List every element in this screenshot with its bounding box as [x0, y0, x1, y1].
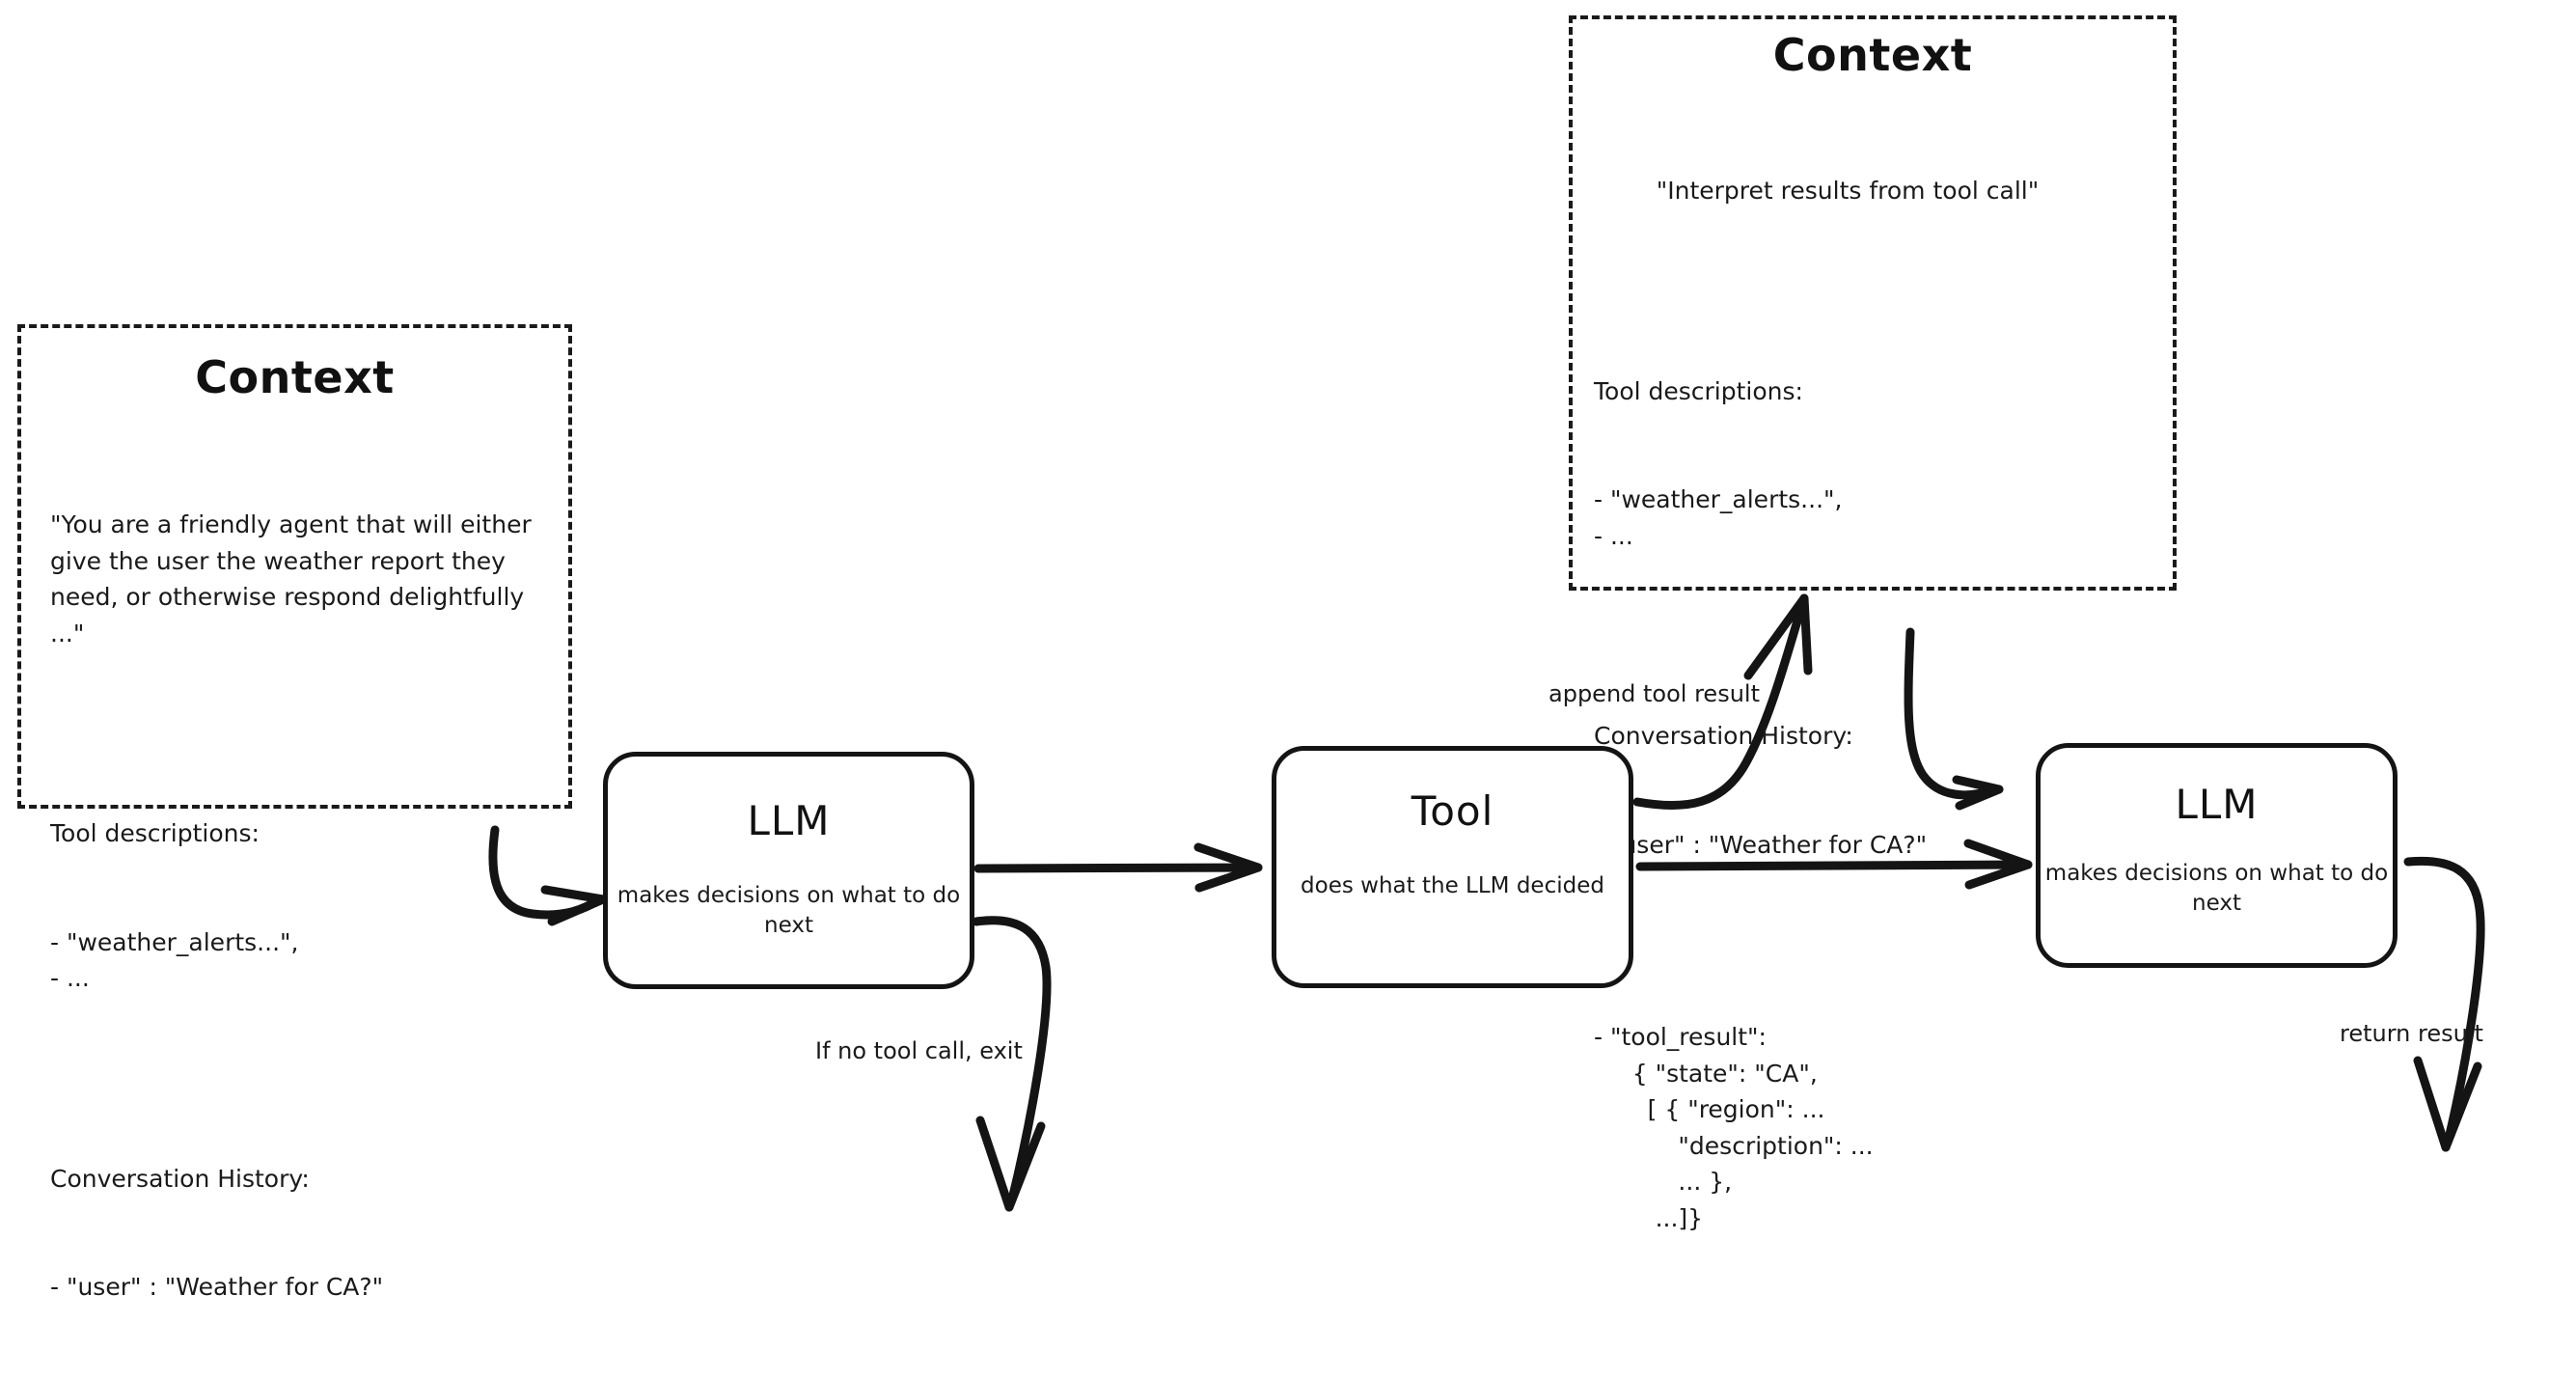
context-left-tools-header: Tool descriptions:: [50, 819, 260, 847]
edge-context-to-llm1-head-b: [547, 895, 608, 926]
context-left-body: "You are a friendly agent that will eith…: [50, 434, 553, 1378]
context-right-body: "Interpret results from tool call" Tool …: [1569, 100, 2165, 1309]
spacer: [1569, 626, 2165, 646]
node-tool[interactable]: Tool does what the LLM decided: [1272, 746, 1633, 988]
context-left-conversation-items: - "user" : "Weather for CA?": [50, 1273, 384, 1301]
edge-label-return-result: return result: [2340, 1020, 2483, 1047]
dashed-border: [1569, 15, 2177, 591]
node-llm-first-subtitle: makes decisions on what to do next: [617, 883, 961, 939]
context-box-right: Context "Interpret results from tool cal…: [1569, 15, 2177, 1232]
edge-llm1-exit-head-b: [1004, 1121, 1046, 1212]
context-right-tools-header: Tool descriptions:: [1594, 376, 1803, 405]
context-right-tool-result: - "tool_result": { "state": "CA", [ { "r…: [1594, 1023, 1874, 1232]
context-left-tools-items: - "weather_alerts...", - ...: [50, 927, 299, 993]
node-tool-title: Tool: [1411, 787, 1494, 835]
diagram-canvas: Context "You are a friendly agent that w…: [17, 15, 2485, 1301]
node-tool-subtitle: does what the LLM decided: [1301, 873, 1604, 898]
node-llm-second-subtitle: makes decisions on what to do next: [2044, 861, 2389, 917]
edge-llm2-return-head-b: [2441, 1061, 2482, 1152]
edge-llm2-return: [2403, 856, 2485, 1144]
context-right-title: Context: [1772, 29, 1973, 81]
spacer: [50, 724, 553, 743]
edge-llm1-exit-head-a: [975, 1116, 1014, 1212]
node-llm-first[interactable]: LLM makes decisions on what to do next: [603, 752, 974, 989]
edge-llm1-to-tool-head-a: [1193, 842, 1263, 872]
context-right-system-prompt: "Interpret results from tool call": [1656, 177, 2040, 205]
node-llm-second[interactable]: LLM makes decisions on what to do next: [2036, 743, 2398, 968]
context-box-left: Context "You are a friendly agent that w…: [17, 324, 572, 1301]
edge-label-append-tool-result: append tool result: [1548, 680, 1760, 707]
context-left-conversation-header: Conversation History:: [50, 1164, 310, 1193]
spacer: [50, 1069, 553, 1089]
node-llm-first-title: LLM: [747, 797, 831, 844]
node-llm-second-title: LLM: [2175, 781, 2259, 828]
context-left-system-prompt: "You are a friendly agent that will eith…: [50, 510, 539, 648]
edge-context-to-llm1-head-a: [540, 885, 608, 904]
spacer: [1569, 282, 2165, 301]
context-right-conversation-header: Conversation History:: [1594, 722, 1853, 750]
edge-label-exit: If no tool call, exit: [815, 1037, 1023, 1064]
dashed-border: [17, 324, 572, 809]
edge-llm1-to-tool-head-b: [1194, 863, 1263, 893]
context-left-title: Context: [195, 351, 395, 403]
context-right-tools-items: - "weather_alerts...", - ...: [1594, 485, 1843, 550]
edge-llm2-return-head-a: [2413, 1056, 2451, 1152]
